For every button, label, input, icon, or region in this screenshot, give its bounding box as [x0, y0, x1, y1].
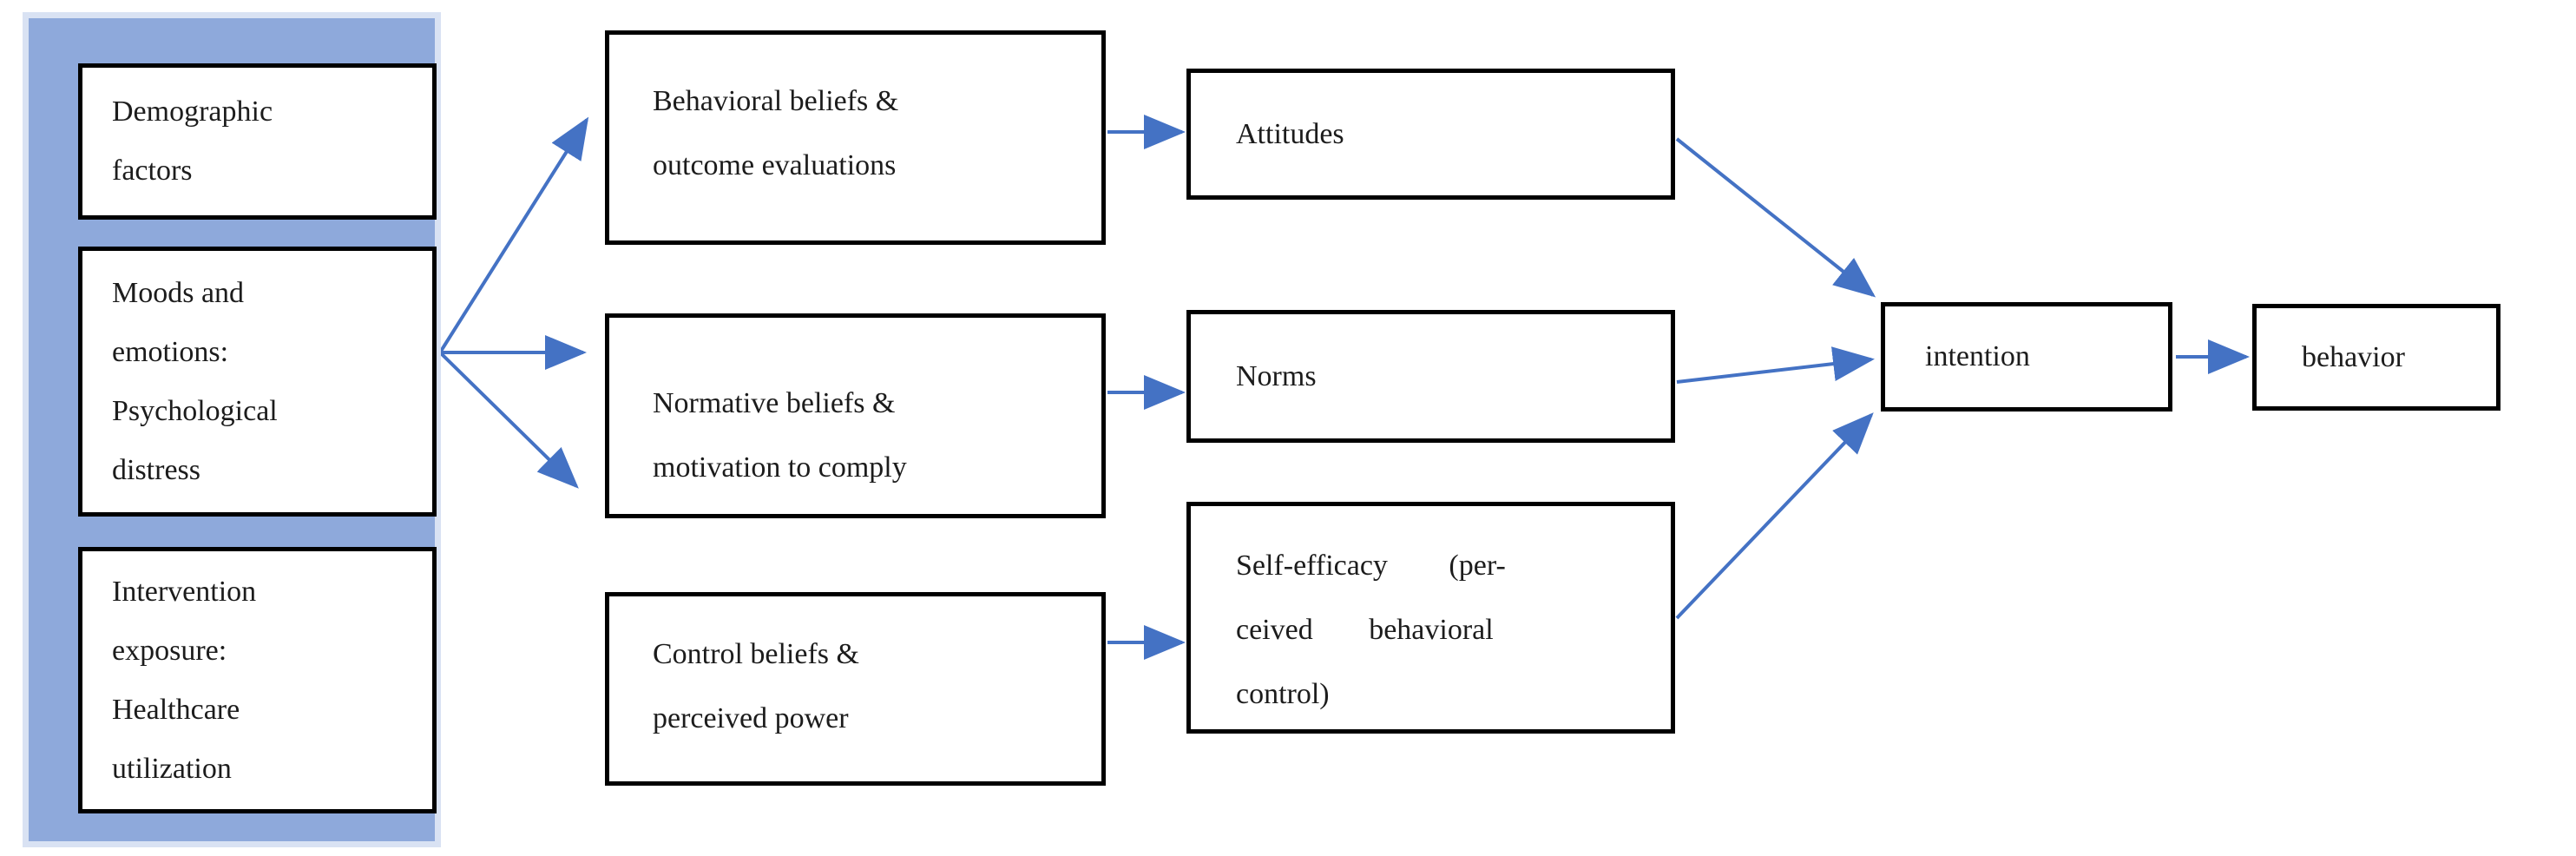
node-label-line: behavior	[2302, 340, 2405, 373]
node-label-line: Normative beliefs &	[653, 387, 896, 419]
node-label-line: Psychological	[112, 394, 278, 427]
node-label-line: ceived behavioral	[1236, 614, 1494, 646]
node-moods-emotions: Moods and emotions: Psychological distre…	[78, 247, 437, 517]
node-intention: intention	[1881, 302, 2172, 412]
node-label-line: Control beliefs &	[653, 638, 859, 670]
node-label-line: Self-efficacy (per-	[1236, 550, 1506, 582]
arrow-selfefficacy-to-intention	[1675, 412, 1874, 620]
node-label-line: factors	[112, 155, 193, 187]
node-control-beliefs: Control beliefs & perceived power	[605, 592, 1106, 786]
node-label-line: perceived power	[653, 702, 849, 734]
node-label-line: Healthcare	[112, 693, 240, 726]
node-intervention-exposure: Intervention exposure: Healthcare utiliz…	[78, 547, 437, 813]
node-label-line: Demographic	[112, 95, 273, 128]
node-demographic-factors: Demographic factors	[78, 63, 437, 220]
node-label-line: control)	[1236, 678, 1330, 710]
node-label-line: Intervention	[112, 575, 257, 608]
node-behavioral-beliefs: Behavioral beliefs & outcome evaluations	[605, 30, 1106, 245]
node-self-efficacy: Self-efficacy (per- ceived behavioral co…	[1186, 502, 1675, 734]
node-label-line: Attitudes	[1236, 117, 1344, 150]
arrow-panel-to-behavioral-beliefs	[438, 116, 589, 354]
arrow-norms-to-intention	[1676, 346, 1875, 384]
node-label-line: exposure:	[112, 634, 227, 667]
node-label-line: emotions:	[112, 335, 229, 368]
node-label-line: Behavioral beliefs &	[653, 85, 899, 117]
node-attitudes: Attitudes	[1186, 69, 1675, 200]
node-label-line: intention	[1925, 340, 2030, 372]
node-label-line: distress	[112, 453, 200, 486]
node-norms: Norms	[1186, 310, 1675, 443]
node-label-line: Norms	[1236, 359, 1317, 392]
node-label-line: utilization	[112, 752, 232, 785]
node-label-line: motivation to comply	[653, 451, 907, 484]
arrow-attitudes-to-intention	[1675, 137, 1876, 298]
node-behavior: behavior	[2252, 304, 2500, 411]
node-label-line: outcome evaluations	[653, 149, 897, 181]
arrow-panel-to-control-beliefs	[438, 351, 579, 489]
external-factors-panel: Demographic factors Moods and emotions: …	[23, 12, 441, 847]
node-normative-beliefs: Normative beliefs & motivation to comply	[605, 313, 1106, 518]
node-label-line: Moods and	[112, 276, 245, 309]
